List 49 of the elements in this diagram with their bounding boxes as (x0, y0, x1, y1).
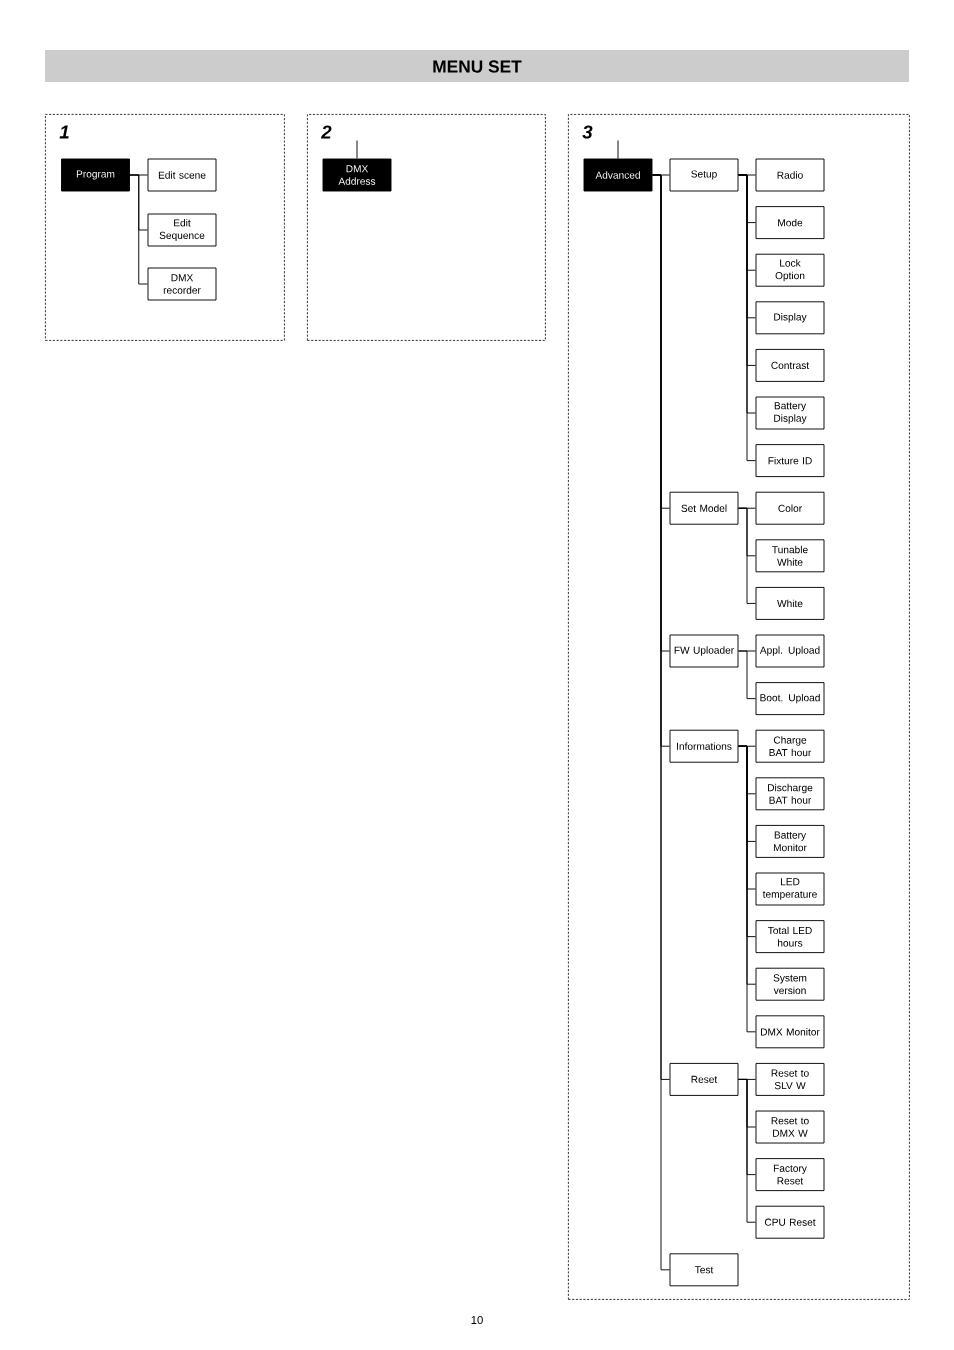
connector-line (652, 174, 670, 1271)
menu-box: Informations (669, 729, 739, 763)
menu-box: Total LED hours (755, 920, 825, 954)
menu-box: White (755, 586, 825, 620)
menu-box: Tunable White (755, 539, 825, 573)
menu-box: Mode (755, 206, 825, 240)
connector-line (738, 745, 756, 1033)
menu-box: LED temperature (755, 872, 825, 906)
menu-box: CPU Reset (755, 1205, 825, 1239)
menu-box: Appl. Upload (755, 634, 825, 668)
panel-number: 2 (321, 125, 332, 139)
menu-box: Battery Monitor (755, 824, 825, 858)
menu-box: Factory Reset (755, 1158, 825, 1192)
panel-number: 1 (59, 125, 69, 139)
panel-number: 3 (582, 125, 593, 139)
menu-box: DMX recorder (147, 267, 217, 301)
menu-box: Test (669, 1253, 739, 1287)
menu-box: Program (61, 158, 130, 192)
menu-box: Advanced (583, 158, 653, 192)
page-number: 10 (471, 1316, 483, 1324)
menu-box: Boot. Upload (755, 682, 825, 716)
menu-box: Edit scene (147, 158, 217, 192)
menu-box: Reset (669, 1062, 739, 1096)
title-band: MENU SET (45, 50, 909, 82)
connector-line (356, 140, 358, 159)
connector-line (738, 650, 756, 700)
menu-box: Setup (669, 158, 739, 192)
menu-box: Reset to DMX W (755, 1110, 825, 1144)
menu-box: System version (755, 967, 825, 1001)
menu-box: Battery Display (755, 396, 825, 430)
menu-box: Contrast (755, 348, 825, 382)
connector-line (738, 174, 756, 462)
connector-line (129, 174, 148, 285)
menu-box: Discharge BAT hour (755, 777, 825, 811)
menu-box: Edit Sequence (147, 213, 217, 247)
connector-line (738, 1078, 756, 1223)
connector-line (617, 140, 619, 159)
menu-box: Color (755, 491, 825, 525)
menu-box: Lock Option (755, 253, 825, 287)
menu-box: Reset to SLV W (755, 1062, 825, 1096)
menu-box: DMX Address (322, 158, 392, 192)
menu-box: Radio (755, 158, 825, 192)
menu-box: FW Uploader (669, 634, 739, 668)
menu-box: Fixture ID (755, 444, 825, 478)
connector-line (738, 507, 756, 604)
menu-box: Display (755, 301, 825, 335)
menu-box: Set Model (669, 491, 739, 525)
menu-box: Charge BAT hour (755, 729, 825, 763)
menu-box: DMX Monitor (755, 1015, 825, 1049)
